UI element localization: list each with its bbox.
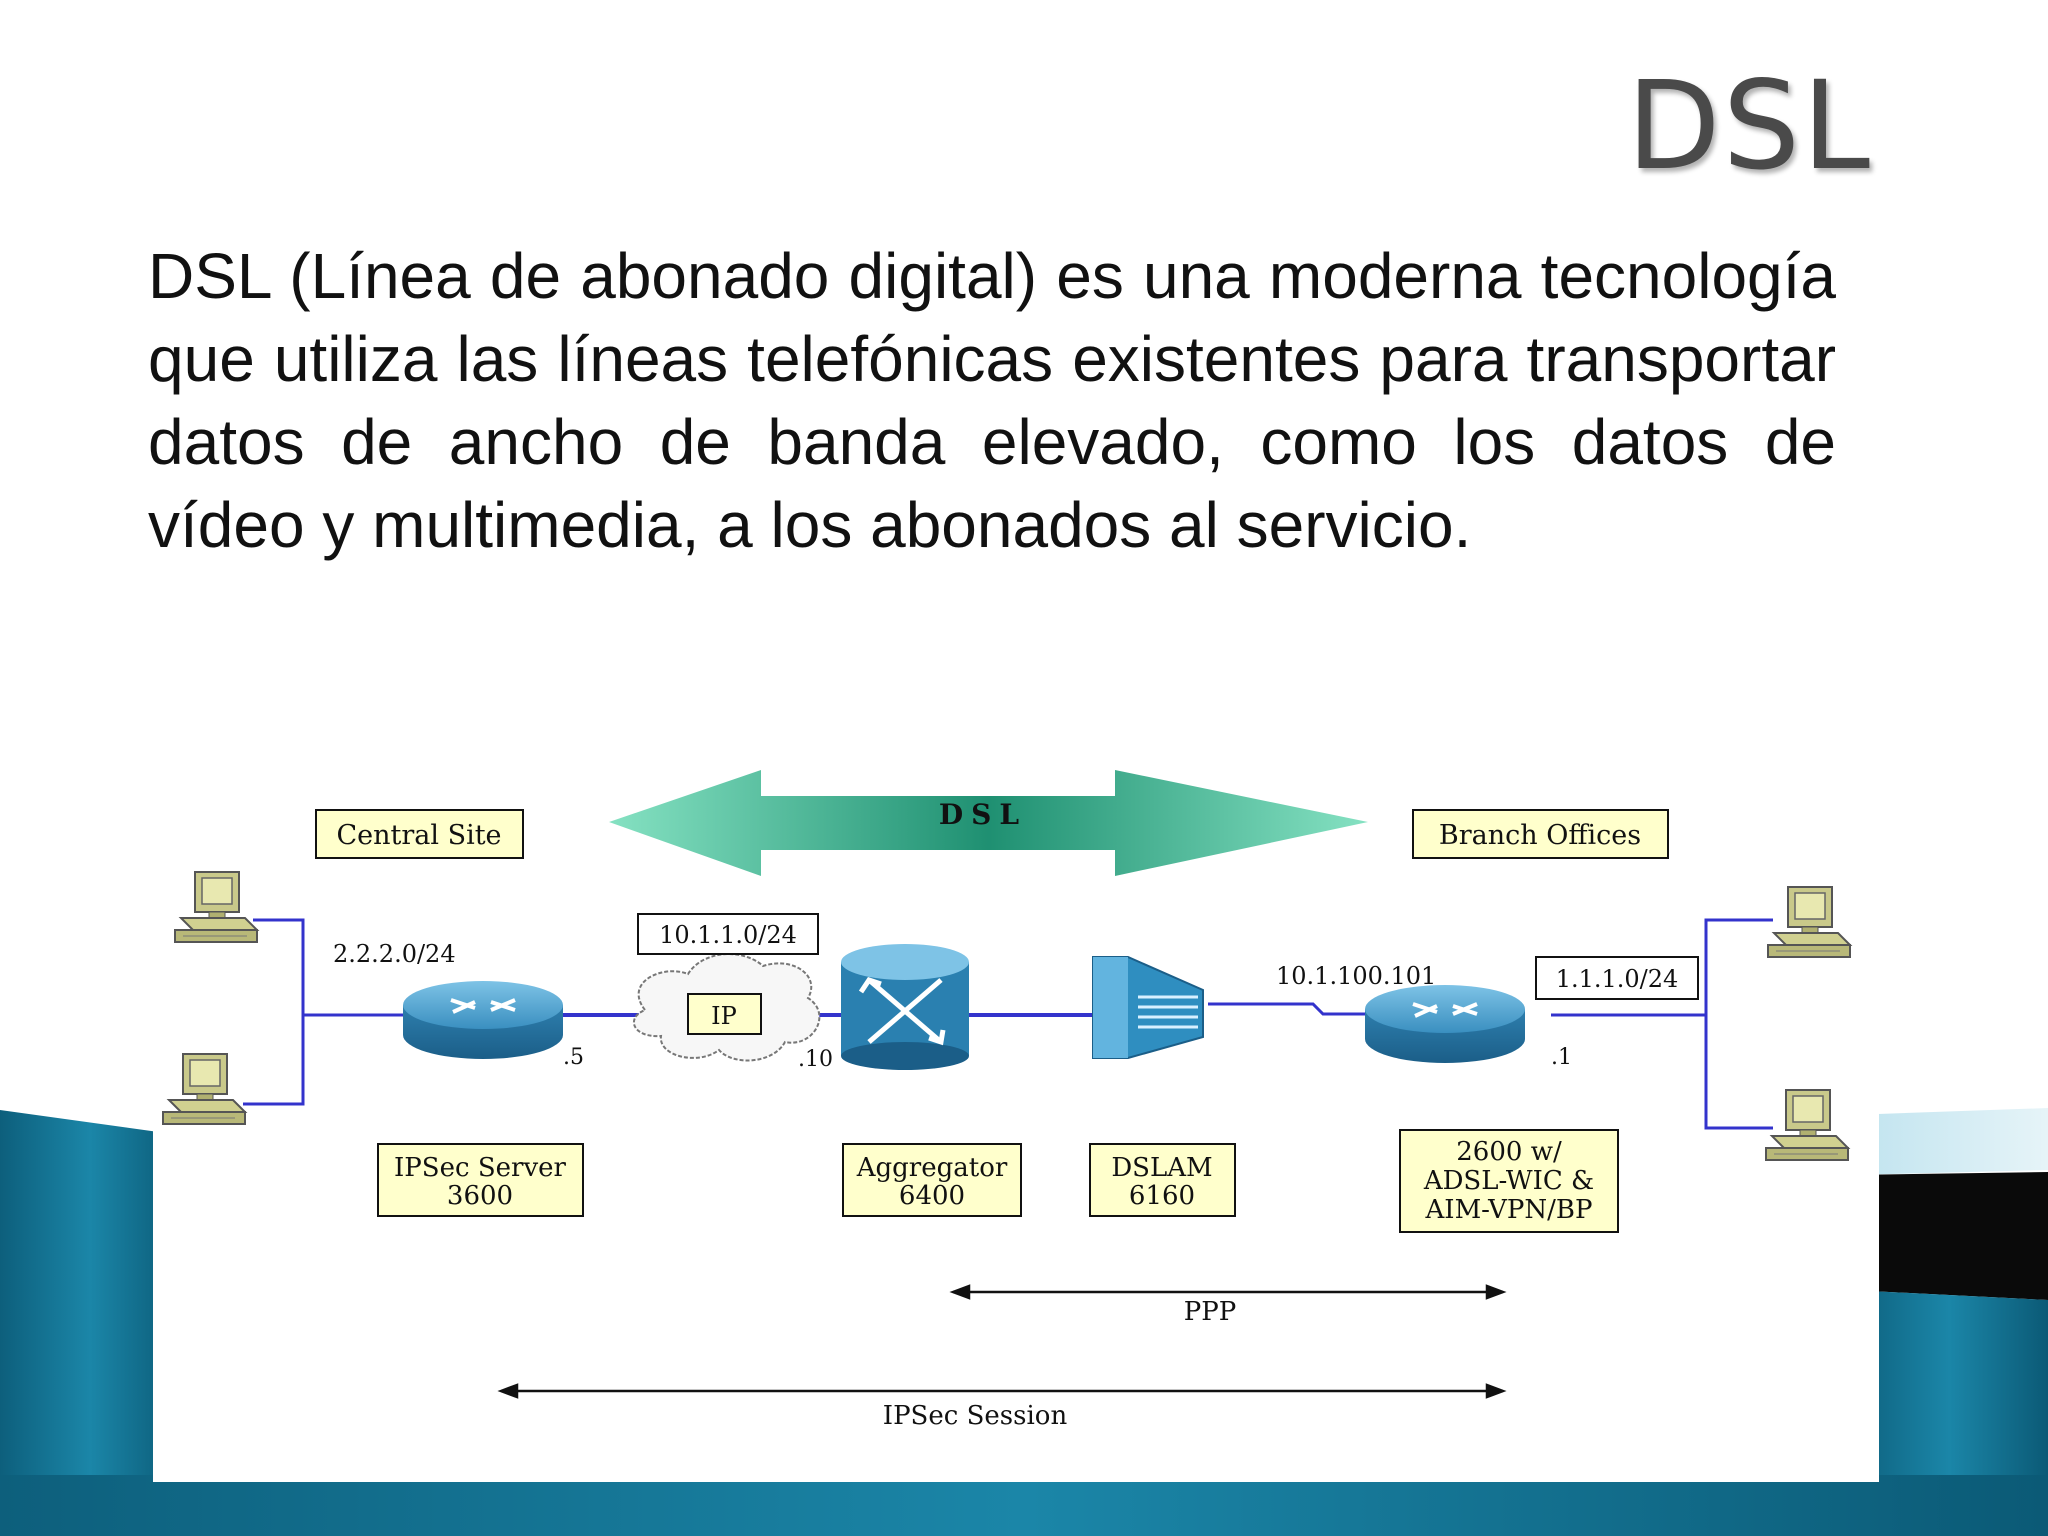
ipsec-server-router-icon[interactable] [401, 979, 565, 1061]
left-teal-swoosh [0, 1110, 180, 1536]
branch-router-label-3: AIM-VPN/BP [1425, 1195, 1593, 1225]
ip-cloud-label: IP [711, 1002, 737, 1030]
right-light-band [1850, 1108, 2048, 1175]
branch-interface-label: .1 [1551, 1045, 1572, 1070]
branch-offices-label: Branch Offices [1439, 820, 1641, 851]
cloud-network-box [637, 913, 819, 955]
right-teal-band [1850, 1290, 2048, 1536]
branch-wan-ip-label: 10.1.100.101 [1276, 962, 1436, 990]
bottom-teal-band [0, 1475, 2048, 1536]
right-dark-band [1850, 1172, 2048, 1300]
dslam-to-branch-link [1208, 1002, 1365, 1016]
aggregator-label-2: 6400 [899, 1181, 965, 1211]
slide-body-text: DSL (Línea de abonado digital) es una mo… [148, 240, 1836, 561]
central-site-label: Central Site [336, 820, 501, 851]
ipsec-server-box [377, 1143, 584, 1217]
central-pc-1[interactable] [174, 871, 258, 943]
branch-pc-1[interactable] [1767, 886, 1851, 958]
cloud-network-label: 10.1.1.0/24 [659, 921, 797, 949]
aggregator-switch-icon[interactable] [841, 944, 969, 1070]
ipsec-session-label: IPSec Session [883, 1401, 1068, 1431]
ipsec-server-label-2: 3600 [447, 1181, 513, 1211]
dsl-banner-label: DSL [939, 798, 1027, 831]
dslam-label-2: 6160 [1129, 1181, 1195, 1211]
slide-title: DSL [1626, 55, 1872, 197]
dslam-icon[interactable] [1092, 956, 1204, 1059]
server-interface-label: .5 [563, 1045, 584, 1070]
branch-router-label-2: ADSL-WIC & [1423, 1166, 1594, 1196]
dslam-label-1: DSLAM [1111, 1153, 1212, 1183]
dslam-box [1089, 1143, 1236, 1217]
branch-network-box [1535, 956, 1699, 1000]
central-network-label: 2.2.2.0/24 [333, 940, 456, 968]
ppp-span-arrow [949, 1284, 1507, 1300]
dsl-network-diagram: DSL Central Site Branch Offices 2.2.2.0/… [162, 770, 1851, 1431]
branch-lan-links [1551, 918, 1773, 1130]
branch-pc-2[interactable] [1765, 1089, 1849, 1161]
aggregator-label-1: Aggregator [856, 1153, 1008, 1183]
branch-router-icon[interactable] [1363, 983, 1527, 1065]
central-site-box [315, 809, 524, 859]
branch-router-label-1: 2600 w/ [1456, 1137, 1562, 1167]
aggregator-interface-label: .10 [798, 1047, 833, 1072]
ppp-label: PPP [1184, 1297, 1236, 1327]
ip-label-box [687, 993, 762, 1035]
ipsec-session-span-arrow [497, 1383, 1507, 1399]
dsl-double-arrow [609, 770, 1368, 876]
branch-router-box [1399, 1129, 1619, 1233]
ipsec-server-label-1: IPSec Server [394, 1153, 566, 1183]
branch-offices-box [1412, 809, 1669, 859]
central-pc-2[interactable] [162, 1053, 246, 1125]
branch-network-label: 1.1.1.0/24 [1556, 965, 1679, 993]
diagram-panel: DSL Central Site Branch Offices 2.2.2.0/… [153, 752, 1879, 1482]
central-lan-links [243, 918, 403, 1106]
aggregator-box [842, 1143, 1022, 1217]
